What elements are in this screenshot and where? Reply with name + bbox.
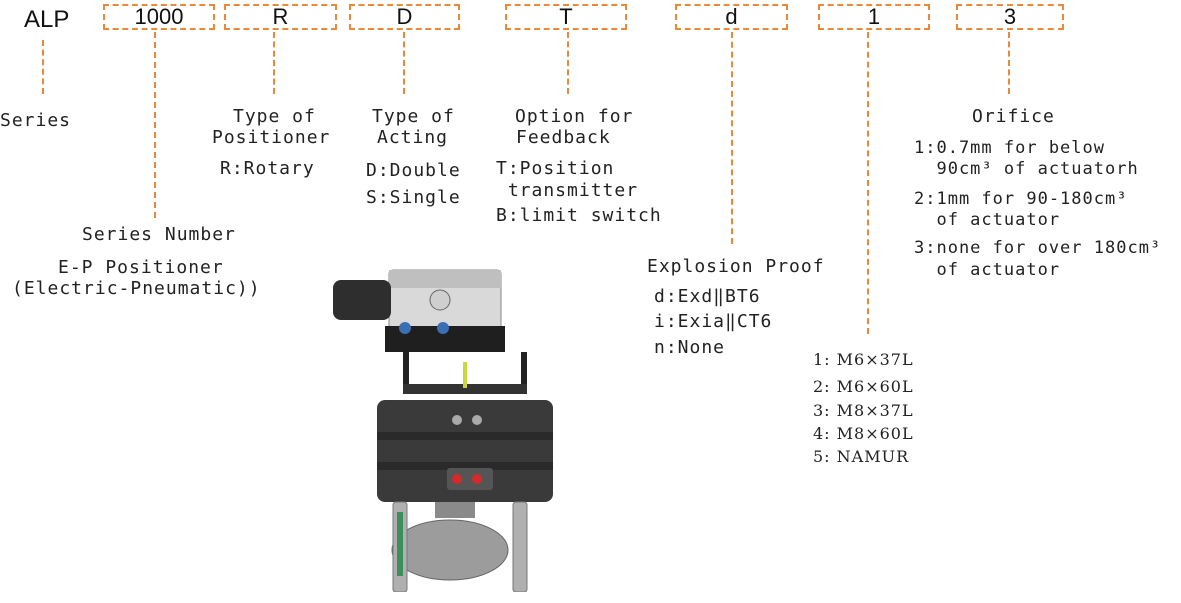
- explosion-title: Explosion Proof: [647, 256, 825, 278]
- positioner-title-2: Positioner: [212, 127, 330, 149]
- mounting-option-1: 1: M6×37L: [813, 349, 914, 370]
- code-box-feedback: T: [505, 4, 627, 30]
- acting-title-2: Acting: [377, 127, 448, 149]
- plug-icon: [452, 474, 462, 484]
- explosion-option-d: d:Exd‖BT6: [654, 286, 761, 308]
- code-box-series-number: 1000: [103, 4, 215, 30]
- plug-icon: [472, 474, 482, 484]
- connector-positioner: [273, 32, 275, 94]
- label-series-number: Series Number: [82, 224, 236, 246]
- port-icon: [472, 415, 482, 425]
- flange-right: [513, 502, 527, 592]
- positioner-title-1: Type of: [233, 106, 316, 128]
- mounting-option-3: 3: M8×37L: [813, 400, 914, 421]
- connector-series: [42, 40, 44, 94]
- indicator: [463, 362, 467, 388]
- acting-title-1: Type of: [372, 106, 455, 128]
- valve-body: [392, 520, 508, 580]
- code-box-acting: D: [349, 4, 460, 30]
- code-box-mounting: 1: [818, 4, 930, 30]
- feedback-option-1: T:Position: [496, 158, 614, 180]
- fitting-icon: [399, 322, 411, 334]
- valve-actuator-image: [325, 262, 555, 592]
- series-number-line-1: E-P Positioner: [58, 257, 224, 279]
- orifice-option-1-cont: 90cm³ of actuatorh: [914, 159, 1139, 180]
- mounting-bracket: [435, 502, 475, 518]
- gauge-icon: [430, 290, 450, 310]
- connector-series-number: [154, 32, 156, 218]
- positioner-option-rotary: R:Rotary: [220, 158, 315, 180]
- junction-box: [333, 280, 391, 320]
- code-prefix: ALP: [24, 6, 69, 34]
- fitting-icon: [437, 322, 449, 334]
- code-box-orifice: 3: [956, 4, 1064, 30]
- flange-tag: [397, 512, 403, 576]
- connector-acting: [403, 32, 405, 94]
- feedback-option-3: B:limit switch: [496, 205, 662, 227]
- feedback-title-2: Feedback: [516, 127, 611, 149]
- connector-feedback: [567, 32, 569, 94]
- acting-option-double: D:Double: [366, 160, 461, 182]
- mounting-option-2: 2: M6×60L: [813, 376, 914, 397]
- connector-mounting: [867, 32, 869, 334]
- mounting-option-4: 4: M8×60L: [813, 423, 914, 444]
- explosion-option-i: i:Exia‖CT6: [654, 311, 772, 333]
- code-box-positioner: R: [224, 4, 337, 30]
- mounting-option-5: 5: NAMUR: [813, 446, 909, 467]
- port-icon: [452, 415, 462, 425]
- code-box-explosion: d: [675, 4, 788, 30]
- series-number-line-2: (Electric-Pneumatic)): [12, 278, 261, 300]
- connector-orifice: [1008, 32, 1010, 94]
- orifice-option-3: 3:none for over 180cm³: [914, 238, 1161, 259]
- feedback-option-2: transmitter: [496, 180, 638, 202]
- feedback-title-1: Option for: [515, 106, 633, 128]
- positioner-cover: [389, 270, 501, 288]
- actuator-rib: [377, 432, 553, 440]
- orifice-option-2: 2:1mm for 90-180cm³: [914, 189, 1127, 210]
- orifice-title: Orifice: [972, 106, 1055, 128]
- orifice-option-1: 1:0.7mm for below: [914, 138, 1105, 159]
- orifice-option-2-cont: of actuator: [914, 210, 1060, 231]
- connector-explosion: [731, 32, 733, 244]
- label-series: Series: [0, 110, 71, 132]
- acting-option-single: S:Single: [366, 187, 461, 209]
- explosion-option-n: n:None: [654, 337, 725, 359]
- orifice-option-3-cont: of actuator: [914, 260, 1060, 281]
